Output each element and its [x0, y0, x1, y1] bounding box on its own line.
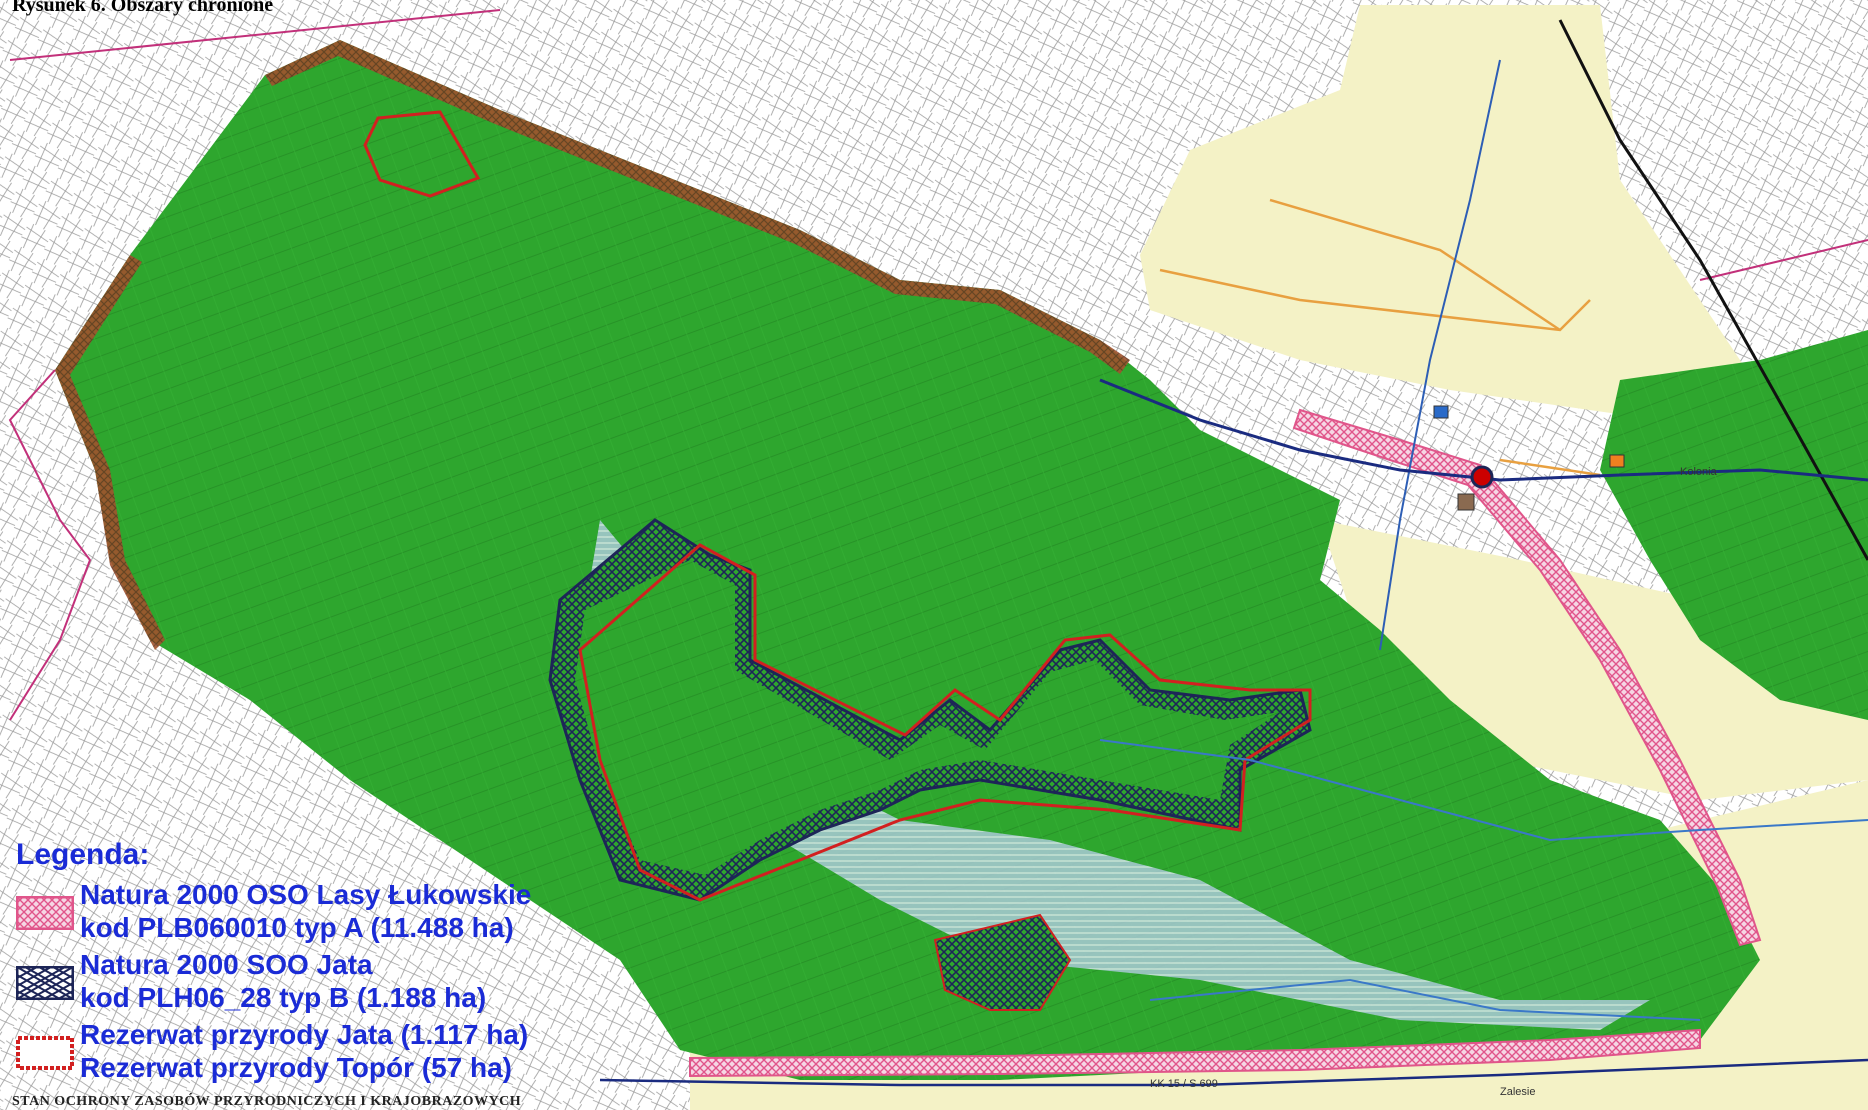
natura-soo-south-block	[933, 913, 1072, 1011]
legend-reserve-line-1: Rezerwat przyrody Jata (1.117 ha)	[80, 1019, 529, 1050]
natura-oso-strip-south	[689, 1028, 1701, 1078]
river-main	[1099, 739, 1868, 1021]
figure-title: Rysunek 6. Obszary chronione	[12, 0, 274, 16]
legend-soo-line-2: kod PLH06_28 typ B (1.188 ha)	[80, 982, 487, 1013]
building-marker-orange	[1609, 454, 1625, 468]
reserve-topor-outline	[363, 110, 481, 198]
road-south	[599, 1058, 1868, 1087]
forest-east	[1600, 330, 1868, 720]
reserve-jata-outline	[578, 543, 1312, 902]
map-legend: Legenda: Natura 2000 OSO Lasy Łukowskie …	[14, 838, 594, 1088]
settlement-marker	[1470, 465, 1494, 489]
pink-crosshatch-icon	[16, 896, 74, 930]
forest-edge-band	[265, 40, 1130, 374]
municipality-boundary	[8, 9, 1868, 721]
building-marker-blue	[1433, 405, 1449, 419]
red-outline-icon	[16, 1036, 74, 1070]
legend-title: Legenda:	[16, 838, 150, 871]
village-label-right: Kolonia	[1680, 466, 1717, 478]
legend-reserve-line-2: Rezerwat przyrody Topór (57 ha)	[80, 1052, 513, 1083]
natura-soo-jata-inner	[575, 560, 1280, 875]
natura-oso-strip-north	[1292, 408, 1762, 947]
legend-oso-line-1: Natura 2000 OSO Lasy Łukowskie	[80, 879, 532, 910]
legend-item-natura-oso: Natura 2000 OSO Lasy Łukowskie kod PLB06…	[14, 878, 594, 944]
road-main	[1099, 378, 1868, 482]
legend-item-natura-soo: Natura 2000 SOO Jata kod PLH06_28 typ B …	[14, 948, 594, 1014]
building-marker-brown	[1457, 493, 1475, 511]
legend-soo-line-1: Natura 2000 SOO Jata	[80, 949, 373, 980]
village-label-bottom: Zalesie	[1500, 1086, 1536, 1098]
legend-item-reserves: Rezerwat przyrody Jata (1.117 ha) Rezerw…	[14, 1018, 594, 1084]
legend-oso-line-2: kod PLB060010 typ A (11.488 ha)	[80, 912, 514, 943]
river-north	[1379, 59, 1501, 651]
navy-crosshatch-icon	[16, 966, 74, 1000]
road-label: KK 15 / S 699	[1150, 1078, 1218, 1090]
railway	[1558, 19, 1868, 561]
gas-pipeline	[1159, 198, 1601, 477]
forest-main	[55, 40, 1760, 1080]
forest-west-band	[55, 255, 165, 650]
bottom-caption: STAN OCHRONY ZASOBÓW PRZYRODNICZYCH I KR…	[12, 1094, 522, 1109]
